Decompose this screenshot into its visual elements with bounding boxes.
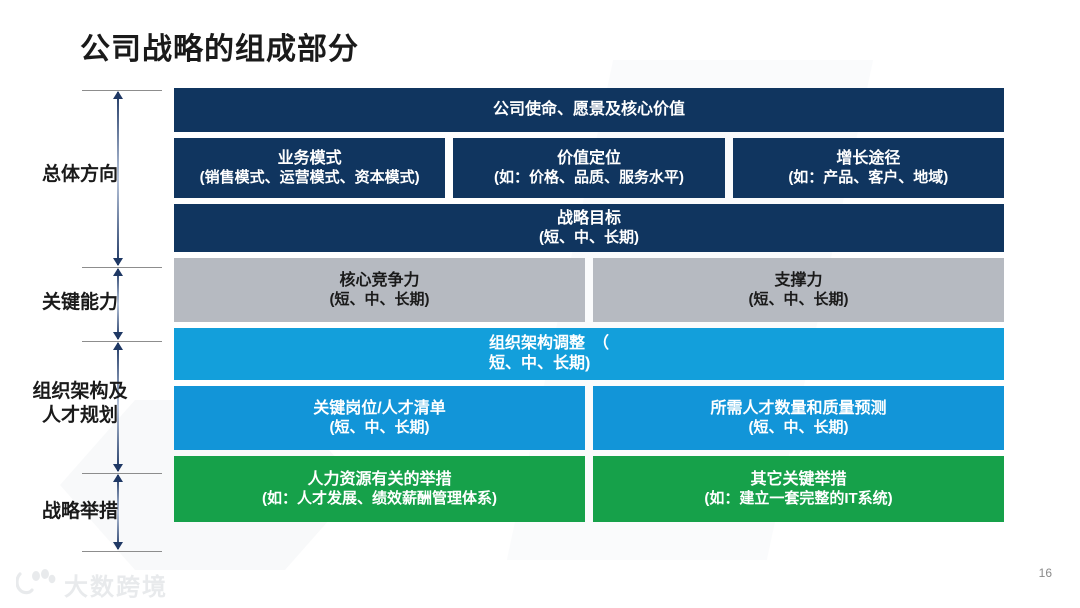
card-supporting-capability[interactable]: 支撑力 (短、中、长期) [593,258,1004,322]
card-hr-initiatives[interactable]: 人力资源有关的举措 (如：人才发展、绩效薪酬管理体系) [174,456,585,522]
axis-label-org-talent: 组织架构及 人才规划 [0,380,160,428]
row-mission: 公司使命、愿景及核心价值 [174,88,1004,132]
card-strategic-goals[interactable]: 战略目标 (短、中、长期) [174,204,1004,252]
cell-gap [585,258,593,322]
card-title: 战略目标 [556,209,621,227]
page-title: 公司战略的组成部分 [80,33,359,66]
card-mission-vision-values[interactable]: 公司使命、愿景及核心价值 [174,88,1004,132]
card-growth-path[interactable]: 增长途径 (如：产品、客户、地域) [732,138,1004,198]
card-title: 组织架构调整 （ [489,335,610,352]
axis-label-line: 战略举措 [41,501,118,522]
axis-label-line: 总体方向 [41,164,118,185]
bracket-arrow-key-capability [113,268,123,340]
cell-gap [585,386,593,450]
card-title: 支撑力 [774,271,823,289]
axis-column: 总体方向 关键能力 组织架构及 人才规划 战略举措 [0,0,172,608]
bracket-arrow-org-talent [113,342,123,472]
row-strategic-initiatives: 人力资源有关的举措 (如：人才发展、绩效薪酬管理体系) 其它关键举措 (如：建立… [174,456,1004,522]
card-title: 价值定位 [556,149,621,167]
card-business-model[interactable]: 业务模式 (销售模式、运营模式、资本模式) [174,138,446,198]
card-subtitle: (短、中、长期) [329,418,430,436]
card-title: 核心竞争力 [339,271,420,289]
card-value-proposition[interactable]: 价值定位 (如：价格、品质、服务水平) [453,138,725,198]
card-subtitle: (如：价格、品质、服务水平) [493,168,684,186]
axis-divider-line [82,267,162,268]
axis-divider-line [82,341,162,342]
strategy-grid: 公司使命、愿景及核心价值 业务模式 (销售模式、运营模式、资本模式) 价值定位 … [174,88,1004,528]
card-subtitle: (短、中、长期) [748,418,849,436]
card-talent-quantity-quality-forecast[interactable]: 所需人才数量和质量预测 (短、中、长期) [593,386,1004,450]
axis-label-line: 组织架构及 [32,381,128,402]
card-subtitle: (短、中、长期) [539,228,639,246]
bracket-arrow-strategic-initiatives [113,474,123,550]
brand-watermark-text: 大数跨境 [64,574,168,601]
card-org-structure-adjustment[interactable]: 组织架构调整 （ 短、中、长期) [174,328,1004,380]
card-title: 增长途径 [836,149,901,167]
row-strategic-goals: 战略目标 (短、中、长期) [174,204,1004,252]
axis-divider-line [82,473,162,474]
card-subtitle: (如：建立一套完整的IT系统) [704,489,893,507]
card-subtitle: (销售模式、运营模式、资本模式) [199,168,420,186]
card-subtitle: (短、中、长期) [748,290,849,308]
card-subtitle: (如：产品、客户、地域) [788,168,949,186]
axis-divider-line [82,551,162,552]
cell-gap [445,138,453,198]
card-core-competence[interactable]: 核心竞争力 (短、中、长期) [174,258,585,322]
axis-label-strategic-initiatives: 战略举措 [0,500,160,524]
row-key-capability: 核心竞争力 (短、中、长期) 支撑力 (短、中、长期) [174,258,1004,322]
card-other-key-initiatives[interactable]: 其它关键举措 (如：建立一套完整的IT系统) [593,456,1004,522]
page-number: 16 [1038,566,1052,580]
card-title: 业务模式 [277,149,342,167]
card-subtitle: (如：人才发展、绩效薪酬管理体系) [262,489,497,507]
row-talent-planning: 关键岗位/人才清单 (短、中、长期) 所需人才数量和质量预测 (短、中、长期) [174,386,1004,450]
card-title: 其它关键举措 [750,470,847,488]
axis-label-key-capability: 关键能力 [0,291,160,315]
paw-logo-icon [15,569,56,600]
axis-label-overall-direction: 总体方向 [0,163,160,187]
cell-gap [585,456,593,522]
axis-label-line: 关键能力 [41,292,118,313]
card-title: 人力资源有关的举措 [307,470,452,488]
card-subtitle: 短、中、长期) [489,355,591,372]
row-org-adjustment: 组织架构调整 （ 短、中、长期) [174,328,1004,380]
card-title: 关键岗位/人才清单 [313,399,446,417]
card-subtitle: (短、中、长期) [329,290,430,308]
axis-divider-line [82,90,162,91]
card-title: 公司使命、愿景及核心价值 [492,101,685,118]
card-title: 所需人才数量和质量预测 [710,399,887,417]
card-key-roles-talent-list[interactable]: 关键岗位/人才清单 (短、中、长期) [174,386,585,450]
brand-watermark: 大数跨境 [15,567,168,602]
bracket-arrow-overall-direction [113,91,123,266]
cell-gap [725,138,733,198]
row-overall-direction: 业务模式 (销售模式、运营模式、资本模式) 价值定位 (如：价格、品质、服务水平… [174,138,1004,198]
axis-label-line: 人才规划 [41,404,118,426]
